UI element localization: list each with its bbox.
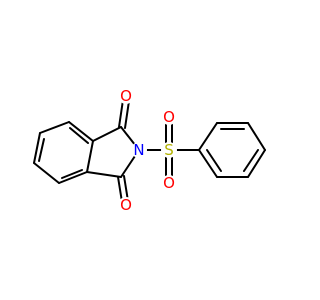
atom-o-sulfonyl-down: O — [161, 174, 177, 192]
atom-label-o-top: O — [120, 87, 132, 105]
atom-label-o-sulfonyl-down: O — [163, 174, 175, 192]
phenyl-ring — [198, 122, 266, 178]
atom-label-s: S — [164, 141, 174, 159]
atom-label-n: N — [133, 141, 144, 159]
atom-label-o-bottom: O — [120, 196, 132, 214]
atom-s: S — [161, 141, 177, 159]
atom-o-top: O — [118, 87, 134, 105]
atom-n: N — [131, 141, 147, 159]
molecule-structure: O O N S O O — [33, 87, 266, 214]
imide-ring — [86, 126, 140, 178]
atom-label-o-sulfonyl-up: O — [163, 108, 175, 126]
atom-o-sulfonyl-up: O — [161, 108, 177, 126]
atom-o-bottom: O — [118, 196, 134, 214]
carbonyl-bonds — [117, 99, 130, 203]
benzo-ring — [33, 121, 94, 184]
